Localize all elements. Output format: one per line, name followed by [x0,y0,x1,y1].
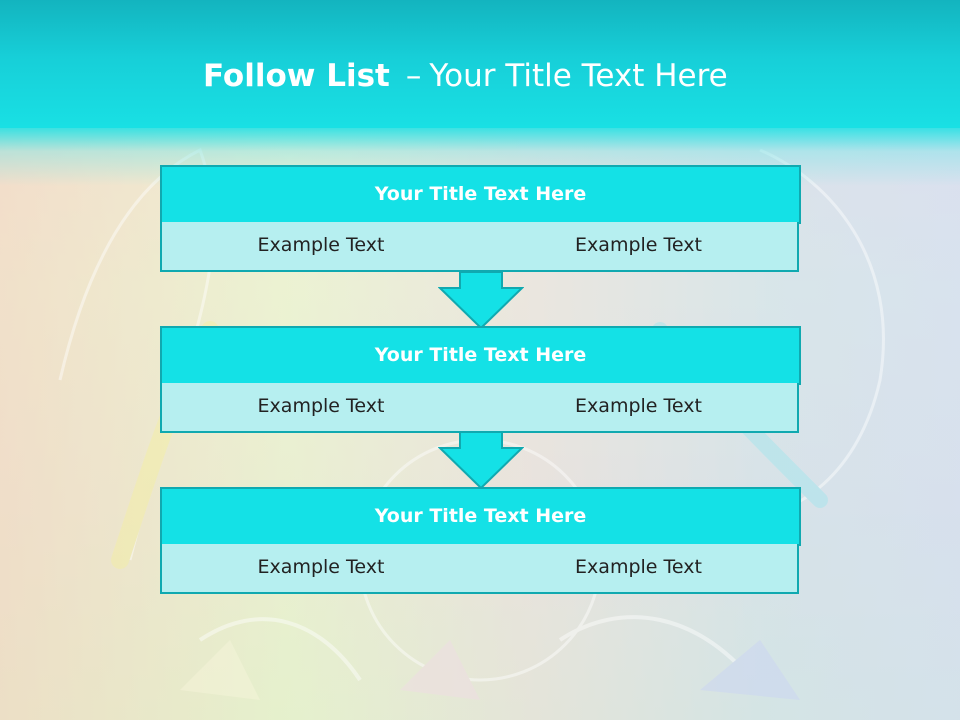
down-arrow-icon [438,272,524,330]
slide-title-text: Your Title Text Here [429,58,728,94]
list-block: Your Title Text Here Example Text Exampl… [160,165,801,272]
slide-title-separator: – [405,58,422,94]
block-cell-right: Example Text [480,544,799,594]
slide-title: Follow List–Your Title Text Here [203,52,728,102]
block-cell-right: Example Text [480,222,799,272]
block-cell-right: Example Text [480,383,799,433]
slide-title-bold: Follow List [203,58,390,94]
block-cell-left: Example Text [160,544,482,594]
block-cell-left: Example Text [160,383,482,433]
block-cell-left: Example Text [160,222,482,272]
block-title: Your Title Text Here [160,165,801,224]
list-block: Your Title Text Here Example Text Exampl… [160,326,801,433]
title-bar [0,0,960,128]
down-arrow-icon [438,432,524,490]
list-block: Your Title Text Here Example Text Exampl… [160,487,801,594]
block-title: Your Title Text Here [160,326,801,385]
block-title: Your Title Text Here [160,487,801,546]
